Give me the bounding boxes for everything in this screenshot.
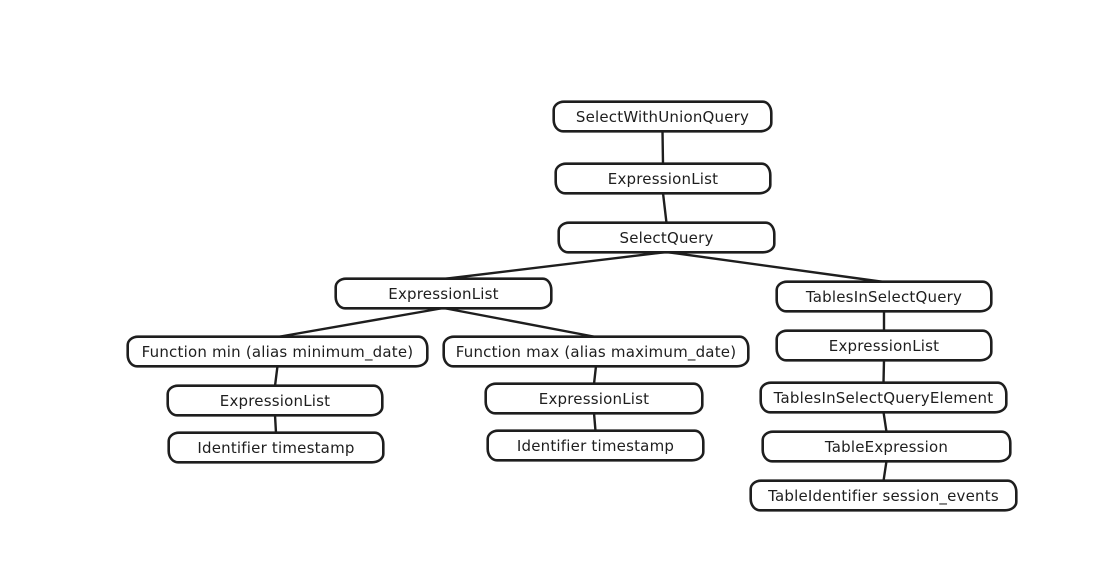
node-identifier-timestamp-min: Identifier timestamp [168, 432, 384, 463]
tree-edge [882, 358, 886, 385]
node-identifier-timestamp-max: Identifier timestamp [487, 430, 704, 461]
node-expression-list-select: ExpressionList [335, 278, 552, 309]
node-select-query: SelectQuery [558, 222, 775, 253]
node-expression-list-max: ExpressionList [485, 383, 703, 414]
tree-edge [665, 250, 886, 284]
tree-edge [592, 364, 598, 386]
node-expression-list-tables: ExpressionList [776, 330, 992, 361]
node-function-max: Function max (alias maximum_date) [443, 336, 749, 367]
node-table-identifier: TableIdentifier session_events [750, 480, 1017, 511]
node-expression-list-min: ExpressionList [167, 385, 383, 416]
node-select-with-union-query: SelectWithUnionQuery [553, 101, 772, 132]
tree-edge [273, 364, 279, 388]
node-tables-in-select-query: TablesInSelectQuery [776, 281, 992, 312]
node-function-min: Function min (alias minimum_date) [127, 336, 428, 367]
tree-edge [882, 410, 888, 434]
tree-edge [592, 411, 597, 433]
node-tables-in-select-query-element: TablesInSelectQueryElement [760, 382, 1007, 413]
tree-edge [661, 191, 668, 225]
tree-edge [882, 459, 888, 483]
node-expression-list-top: ExpressionList [555, 163, 771, 194]
tree-edge [276, 306, 445, 339]
tree-edge [442, 250, 668, 281]
tree-edge [273, 413, 278, 435]
tree-edge [661, 129, 665, 166]
node-table-expression: TableExpression [762, 431, 1011, 462]
tree-edge [442, 306, 598, 339]
